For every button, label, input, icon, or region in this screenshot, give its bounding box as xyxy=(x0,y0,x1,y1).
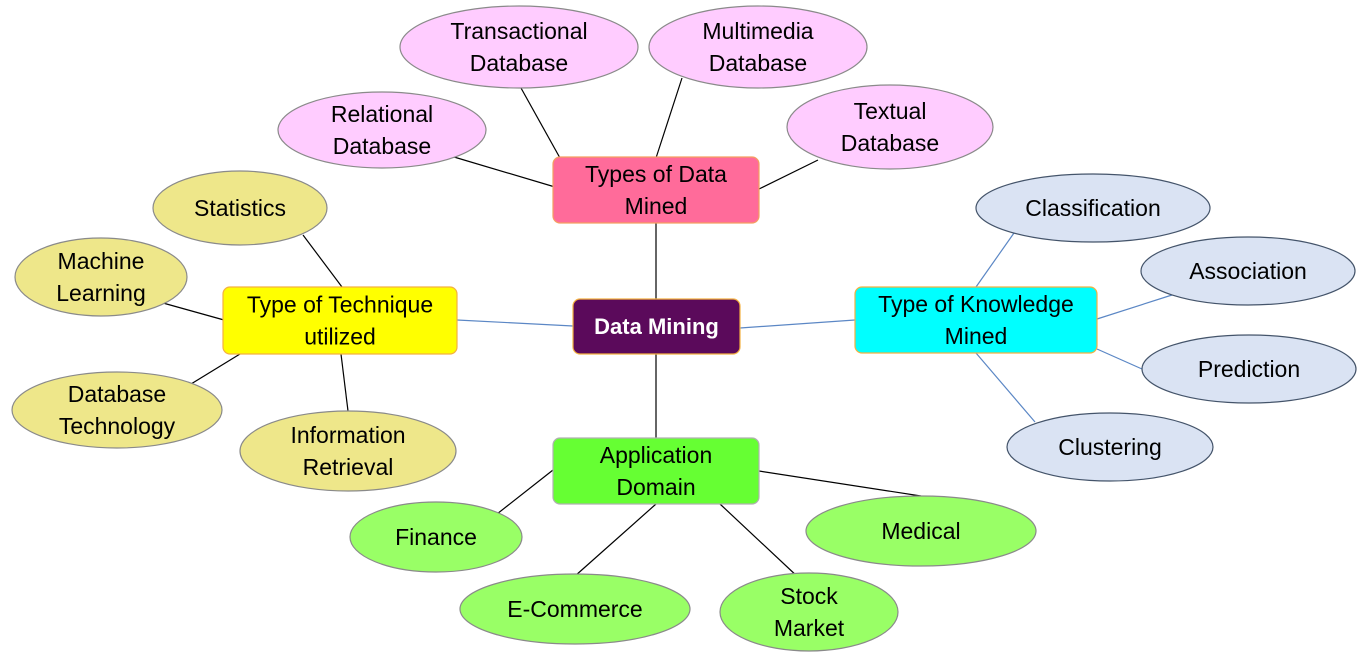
leaf-node-statistics: Statistics xyxy=(152,170,328,246)
connector-lines xyxy=(162,77,1173,579)
leaf-label-e-commerce: E-Commerce xyxy=(507,596,642,622)
category-box-knowledge xyxy=(854,286,1098,354)
leaf-ellipse-medical xyxy=(805,495,1037,567)
leaf-label-stock-market: Market xyxy=(774,615,845,641)
leaf-label-database-technology: Database xyxy=(68,381,166,407)
leaf-ellipse-database-technology xyxy=(11,371,223,449)
leaf-label-clustering: Clustering xyxy=(1058,434,1162,460)
category-label-application: Domain xyxy=(616,474,695,500)
leaf-ellipse-relational xyxy=(277,91,487,169)
connector-relational xyxy=(453,156,556,188)
center-label: Data Mining xyxy=(594,314,719,339)
leaf-label-transactional: Transactional xyxy=(450,18,587,44)
leaf-label-information-retrieval: Retrieval xyxy=(303,454,394,480)
leaf-label-multimedia: Database xyxy=(709,50,807,76)
leaf-label-textual: Textual xyxy=(854,98,927,124)
connector-association xyxy=(1096,294,1173,320)
leaf-label-classification: Classification xyxy=(1025,195,1161,221)
category-box-technique xyxy=(222,286,458,355)
leaf-label-statistics: Statistics xyxy=(194,195,286,221)
leaf-ellipse-stock-market xyxy=(719,572,899,652)
leaf-node-e-commerce: E-Commerce xyxy=(459,573,691,645)
leaf-label-multimedia: Multimedia xyxy=(702,18,813,44)
connector-clustering xyxy=(975,352,1036,423)
leaf-ellipse-association xyxy=(1140,236,1356,306)
connector-e-commerce xyxy=(574,503,657,577)
leaf-label-stock-market: Stock xyxy=(780,583,838,609)
leaf-label-medical: Medical xyxy=(881,518,960,544)
connector-information-retrieval xyxy=(340,353,349,412)
leaf-label-association: Association xyxy=(1189,258,1307,284)
leaf-ellipse-multimedia xyxy=(648,5,868,89)
leaf-node-association: Association xyxy=(1140,236,1356,306)
category-box-types xyxy=(552,156,760,224)
leaf-label-database-technology: Technology xyxy=(59,413,176,439)
connector-classification xyxy=(975,232,1015,288)
leaf-node-classification: Classification xyxy=(975,173,1211,243)
leaf-label-finance: Finance xyxy=(395,524,477,550)
connector-medical xyxy=(758,470,922,497)
connector-knowledge-to-center xyxy=(739,319,856,329)
connector-textual xyxy=(758,159,819,190)
leaf-ellipse-clustering xyxy=(1006,412,1214,482)
connector-technique-to-center xyxy=(456,319,574,327)
leaf-ellipse-information-retrieval xyxy=(239,410,457,492)
leaf-label-textual: Database xyxy=(841,130,939,156)
category-label-knowledge: Mined xyxy=(945,323,1008,349)
leaf-ellipse-finance xyxy=(349,501,523,573)
leaf-ellipse-prediction xyxy=(1141,334,1357,404)
connector-prediction xyxy=(1096,348,1143,370)
connector-finance xyxy=(496,469,554,515)
connector-statistics xyxy=(302,234,343,288)
connector-stock-market xyxy=(719,503,800,579)
leaf-label-machine-learning: Learning xyxy=(56,280,146,306)
leaf-label-information-retrieval: Information xyxy=(290,422,405,448)
leaf-ellipse-machine-learning xyxy=(14,237,188,317)
leaf-node-clustering: Clustering xyxy=(1006,412,1214,482)
center-node: Data Mining xyxy=(572,298,741,355)
leaf-ellipse-textual xyxy=(786,84,994,170)
nodes: Types of DataMinedRelationalDatabaseTran… xyxy=(11,5,1357,652)
category-box-application xyxy=(552,437,760,505)
connector-multimedia xyxy=(655,77,683,159)
connector-database-technology xyxy=(190,353,241,385)
leaf-ellipse-statistics xyxy=(152,170,328,246)
category-label-knowledge: Type of Knowledge xyxy=(878,291,1074,317)
leaf-label-transactional: Database xyxy=(470,50,568,76)
leaf-label-prediction: Prediction xyxy=(1198,356,1300,382)
leaf-node-finance: Finance xyxy=(349,501,523,573)
category-label-application: Application xyxy=(600,442,713,468)
leaf-label-machine-learning: Machine xyxy=(58,248,145,274)
category-node-technique: Type of Technique utilized xyxy=(222,286,458,355)
connector-transactional xyxy=(520,87,561,159)
category-label-types: Mined xyxy=(625,193,688,219)
leaf-label-relational: Database xyxy=(333,133,431,159)
category-label-technique: utilized xyxy=(304,324,376,350)
leaf-ellipse-transactional xyxy=(399,5,639,89)
leaf-node-medical: Medical xyxy=(805,495,1037,567)
center-box xyxy=(572,298,741,355)
leaf-ellipse-classification xyxy=(975,173,1211,243)
leaf-ellipse-e-commerce xyxy=(459,573,691,645)
leaf-label-relational: Relational xyxy=(331,101,433,127)
category-label-types: Types of Data xyxy=(585,161,727,187)
leaf-node-prediction: Prediction xyxy=(1141,334,1357,404)
category-label-technique: Type of Technique xyxy=(247,292,433,318)
connector-machine-learning xyxy=(162,302,225,321)
